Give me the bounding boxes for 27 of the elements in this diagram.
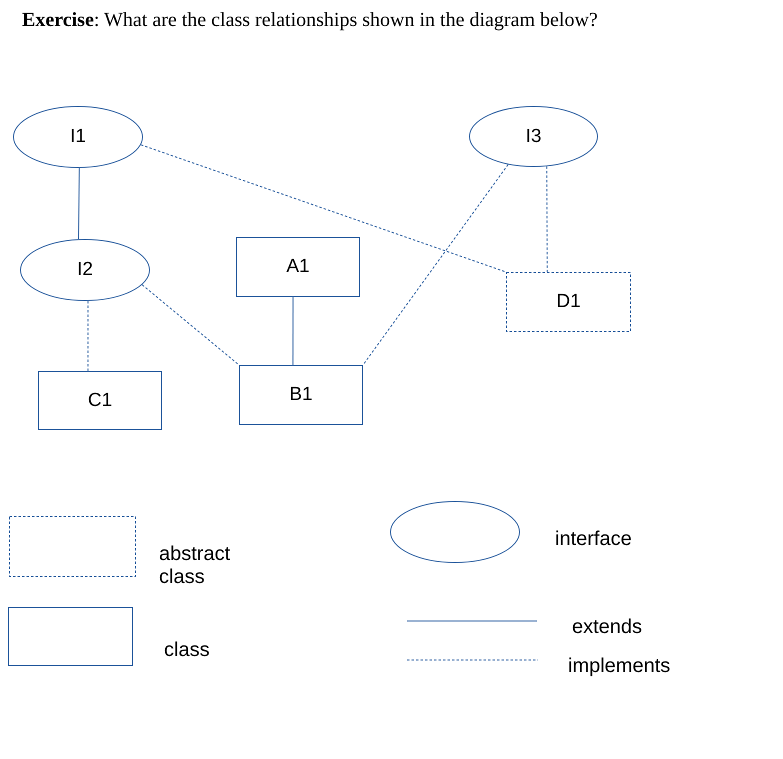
node-label: I3 [526, 126, 542, 148]
legend-label: abstract class [159, 543, 232, 589]
legend-label: implements [568, 655, 670, 678]
legend-label: interface [555, 528, 632, 551]
node-label: C1 [88, 390, 112, 412]
dashed-connector [546, 166, 548, 272]
connector-line [78, 168, 80, 240]
dashed-connector [362, 164, 509, 366]
interface-ellipse [20, 239, 150, 301]
node-label: D1 [556, 291, 581, 313]
class-box [236, 237, 360, 297]
dashed-connector [87, 300, 88, 372]
connector-line [292, 296, 294, 366]
node-label: I1 [70, 126, 86, 148]
class-box [239, 365, 363, 425]
node-label: B1 [289, 384, 313, 406]
abstract-class-box [506, 272, 631, 332]
node-label: I2 [77, 259, 93, 281]
dashed-connector [142, 284, 240, 366]
legend-label: extends [572, 616, 642, 639]
interface-ellipse [469, 106, 598, 167]
legend-label: class [164, 639, 210, 662]
node-label: A1 [286, 256, 310, 278]
dashed-connector [140, 144, 506, 272]
class-box [38, 371, 162, 430]
title: Exercise: What are the class relationships shown in the diagram below? [22, 8, 598, 33]
interface-ellipse [13, 106, 143, 168]
